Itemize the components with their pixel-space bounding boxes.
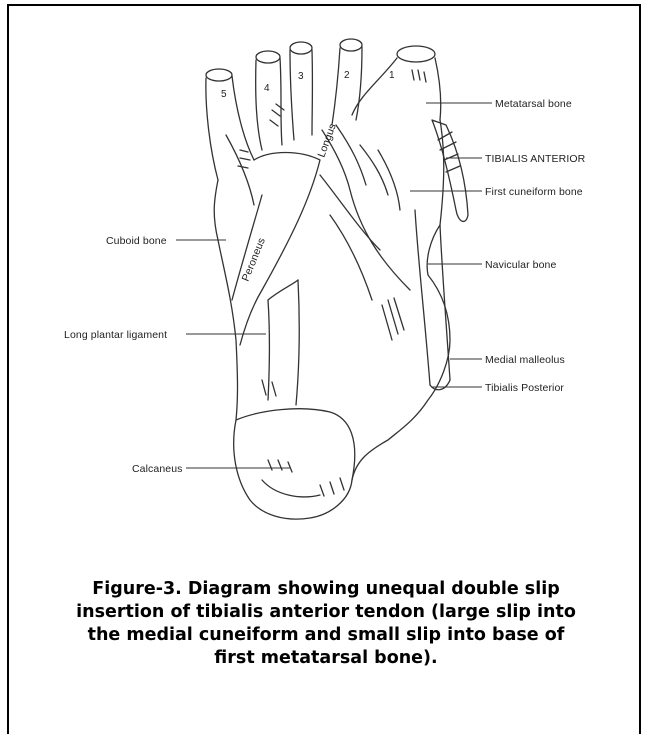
cuboid-bone-label: Cuboid bone <box>106 235 167 247</box>
digit-2-label: 2 <box>344 70 350 81</box>
metatarsal-bone-label: Metatarsal bone <box>495 98 572 110</box>
digit-3-label: 3 <box>298 71 304 82</box>
caption-line-2: insertion of tibialis anterior tendon (l… <box>20 601 632 624</box>
calcaneus-label: Calcaneus <box>132 463 183 475</box>
foot-diagram: 5 4 3 2 1 Longus Peroneus Metatarsal bon… <box>0 0 652 560</box>
navicular-bone-label: Navicular bone <box>485 259 556 271</box>
caption-line-3: the medial cuneiform and small slip into… <box>20 624 632 647</box>
figure-caption: Figure-3. Diagram showing unequal double… <box>20 578 632 670</box>
caption-line-4: first metatarsal bone). <box>20 647 632 670</box>
caption-line-1: Figure-3. Diagram showing unequal double… <box>20 578 632 601</box>
first-cuneiform-label: First cuneiform bone <box>485 186 583 198</box>
digit-1-label: 1 <box>389 70 395 81</box>
digit-4-label: 4 <box>264 83 270 94</box>
long-plantar-ligament-label: Long plantar ligament <box>64 329 167 341</box>
medial-malleolus-label: Medial malleolus <box>485 354 565 366</box>
digit-5-label: 5 <box>221 89 227 100</box>
tibialis-anterior-label: TIBIALIS ANTERIOR <box>485 153 586 165</box>
tibialis-posterior-label: Tibialis Posterior <box>485 382 564 394</box>
